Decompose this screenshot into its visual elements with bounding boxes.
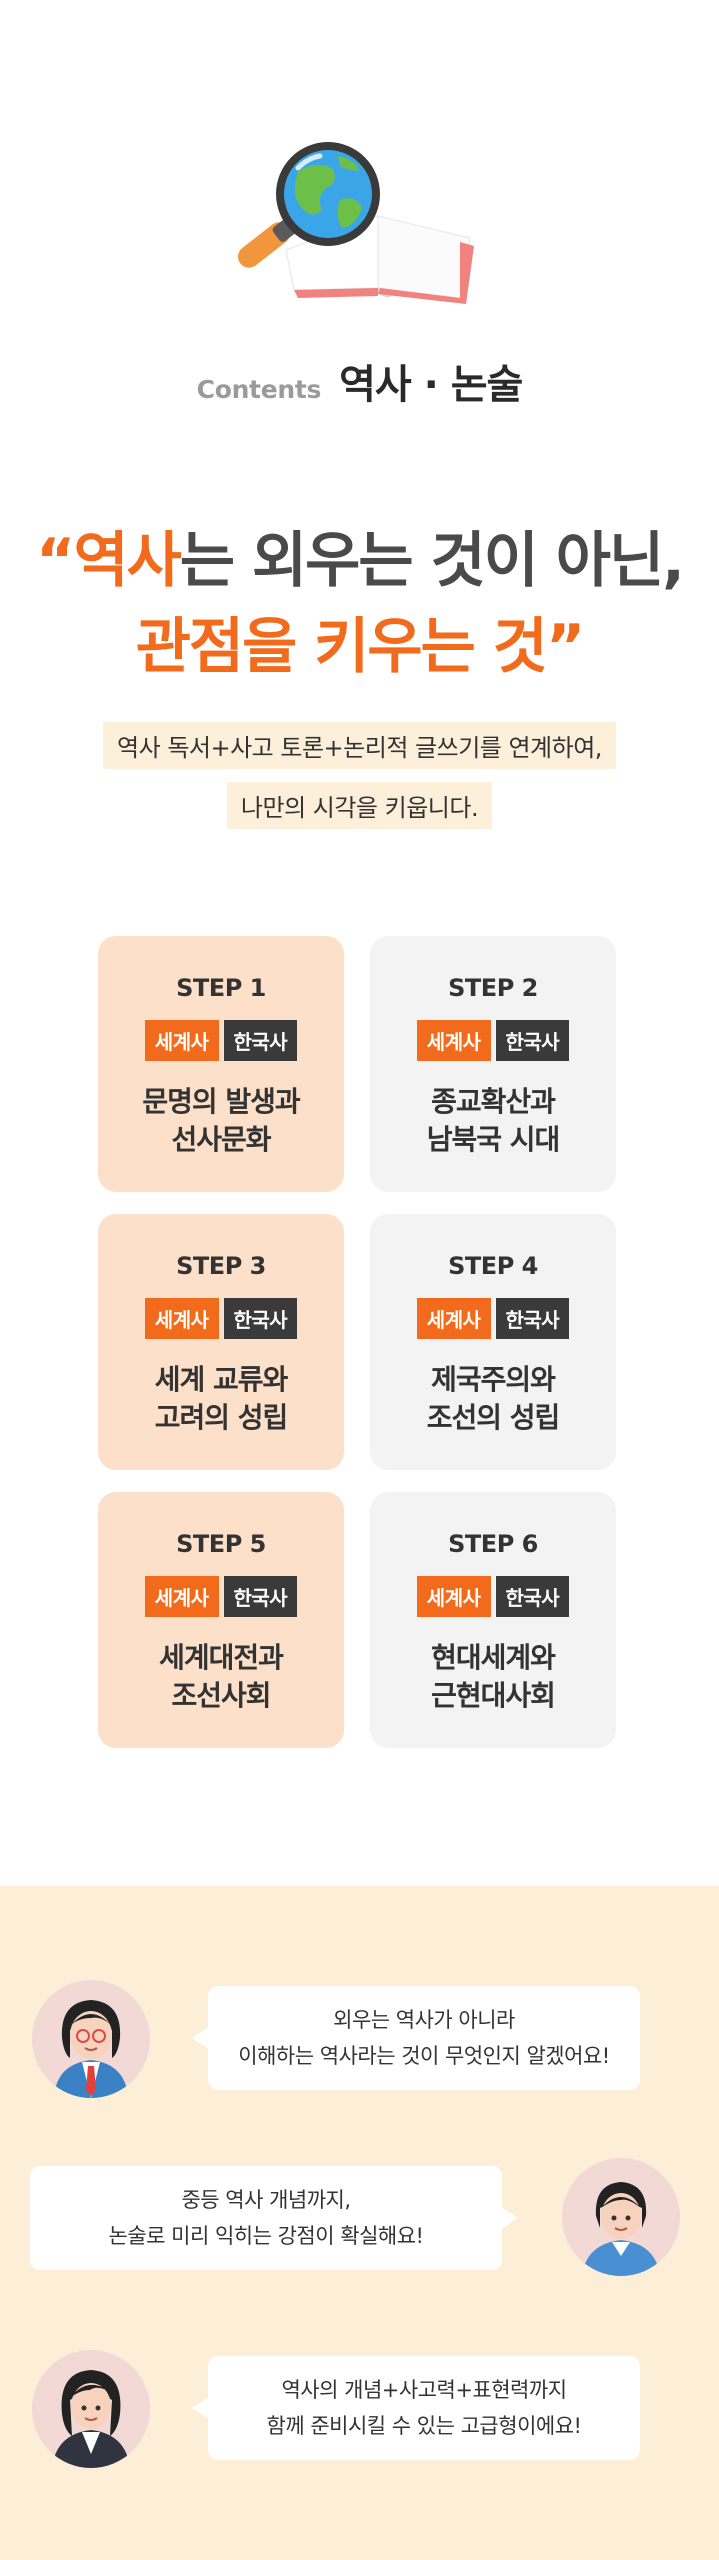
testimonial-1-line-2: 이해하는 역사라는 것이 무엇인지 알겠어요!: [238, 2044, 610, 2068]
testimonial-3-line-1: 역사의 개념+사고력+표현력까지: [281, 2378, 567, 2402]
steps-grid: STEP 1 세계사 한국사 문명의 발생과 선사문화 STEP 2 세계사 한…: [98, 936, 616, 1748]
testimonial-2-line-2: 논술로 미리 익히는 강점이 확실해요!: [108, 2224, 424, 2248]
testimonial-bubble-1: 외우는 역사가 아니라 이해하는 역사라는 것이 무엇인지 알겠어요!: [192, 1986, 640, 2090]
page-title: 역사 · 논술: [339, 362, 523, 408]
contents-heading: Contents 역사 · 논술: [0, 352, 719, 410]
step-desc-line-2: 선사문화: [171, 1123, 271, 1156]
step-desc-line-2: 남북국 시대: [426, 1123, 561, 1156]
contents-label: Contents: [196, 375, 322, 404]
step-desc-line-2: 조선사회: [171, 1679, 271, 1712]
step-tags: 세계사 한국사: [144, 1576, 298, 1617]
korean-history-tag: 한국사: [223, 1020, 298, 1061]
step-desc-line-1: 종교확산과: [431, 1085, 556, 1118]
step-description: 세계 교류와 고려의 성립: [154, 1361, 289, 1437]
step-desc-line-2: 조선의 성립: [426, 1401, 561, 1434]
avatar-parent-female-icon: [32, 2350, 150, 2468]
intro-text-2: 나만의 시각을 키웁니다.: [226, 782, 493, 829]
magnifier-globe-book-illustration: [228, 138, 498, 313]
step-description: 제국주의와 조선의 성립: [426, 1361, 561, 1437]
step-card-6: STEP 6 세계사 한국사 현대세계와 근현대사회: [370, 1492, 616, 1748]
korean-history-tag: 한국사: [495, 1020, 570, 1061]
korean-history-tag: 한국사: [223, 1576, 298, 1617]
avatar-student-female-icon: [562, 2158, 680, 2276]
testimonial-section: 외우는 역사가 아니라 이해하는 역사라는 것이 무엇인지 알겠어요! 중등 역…: [0, 1886, 719, 2560]
step-card-5: STEP 5 세계사 한국사 세계대전과 조선사회: [98, 1492, 344, 1748]
avatar-teacher-female-icon: [32, 1980, 150, 2098]
world-history-tag: 세계사: [416, 1020, 491, 1061]
magnifier-icon: [238, 142, 380, 268]
world-history-tag: 세계사: [144, 1298, 219, 1339]
world-history-tag: 세계사: [144, 1020, 219, 1061]
quote-highlight: 역사: [73, 526, 181, 596]
step-card-1: STEP 1 세계사 한국사 문명의 발생과 선사문화: [98, 936, 344, 1192]
open-quote-mark: “: [36, 526, 75, 596]
korean-history-tag: 한국사: [495, 1576, 570, 1617]
step-desc-line-1: 제국주의와: [431, 1363, 556, 1396]
step-description: 세계대전과 조선사회: [159, 1639, 284, 1715]
step-tags: 세계사 한국사: [416, 1576, 570, 1617]
world-history-tag: 세계사: [144, 1576, 219, 1617]
step-desc-line-1: 현대세계와: [431, 1641, 556, 1674]
quote-line-1: “역사는 외우는 것이 아닌,: [0, 512, 719, 599]
step-card-4: STEP 4 세계사 한국사 제국주의와 조선의 성립: [370, 1214, 616, 1470]
step-tags: 세계사 한국사: [144, 1298, 298, 1339]
quote-rest: 는 외우는 것이 아닌,: [179, 526, 685, 596]
step-tags: 세계사 한국사: [144, 1020, 298, 1061]
step-tags: 세계사 한국사: [416, 1298, 570, 1339]
step-card-2: STEP 2 세계사 한국사 종교확산과 남북국 시대: [370, 936, 616, 1192]
world-history-tag: 세계사: [416, 1576, 491, 1617]
korean-history-tag: 한국사: [495, 1298, 570, 1339]
step-tags: 세계사 한국사: [416, 1020, 570, 1061]
step-label: STEP 6: [448, 1530, 538, 1558]
step-label: STEP 1: [176, 974, 266, 1002]
testimonial-bubble-3: 역사의 개념+사고력+표현력까지 함께 준비시킬 수 있는 고급형이에요!: [192, 2356, 640, 2460]
world-history-tag: 세계사: [416, 1298, 491, 1339]
step-desc-line-1: 세계 교류와: [154, 1363, 289, 1396]
step-label: STEP 2: [448, 974, 538, 1002]
quote-line-2: 관점을 키우는 것”: [135, 612, 586, 682]
testimonial-bubble-2: 중등 역사 개념까지, 논술로 미리 익히는 강점이 확실해요!: [30, 2166, 518, 2270]
step-description: 종교확산과 남북국 시대: [426, 1083, 561, 1159]
testimonial-2-line-1: 중등 역사 개념까지,: [181, 2188, 351, 2212]
intro-line-2: 나만의 시각을 키웁니다.: [0, 782, 719, 829]
step-label: STEP 5: [176, 1530, 266, 1558]
step-card-3: STEP 3 세계사 한국사 세계 교류와 고려의 성립: [98, 1214, 344, 1470]
intro-line-1: 역사 독서+사고 토론+논리적 글쓰기를 연계하여,: [0, 722, 719, 769]
step-label: STEP 4: [448, 1252, 538, 1280]
intro-text-1: 역사 독서+사고 토론+논리적 글쓰기를 연계하여,: [103, 722, 616, 769]
step-desc-line-2: 고려의 성립: [154, 1401, 289, 1434]
step-desc-line-1: 세계대전과: [159, 1641, 284, 1674]
testimonial-1-line-1: 외우는 역사가 아니라: [333, 2008, 515, 2032]
step-description: 문명의 발생과 선사문화: [142, 1083, 300, 1159]
step-desc-line-2: 근현대사회: [431, 1679, 556, 1712]
step-label: STEP 3: [176, 1252, 266, 1280]
korean-history-tag: 한국사: [223, 1298, 298, 1339]
testimonial-3-line-2: 함께 준비시킬 수 있는 고급형이에요!: [266, 2414, 582, 2438]
step-desc-line-1: 문명의 발생과: [142, 1085, 300, 1118]
step-description: 현대세계와 근현대사회: [431, 1639, 556, 1715]
